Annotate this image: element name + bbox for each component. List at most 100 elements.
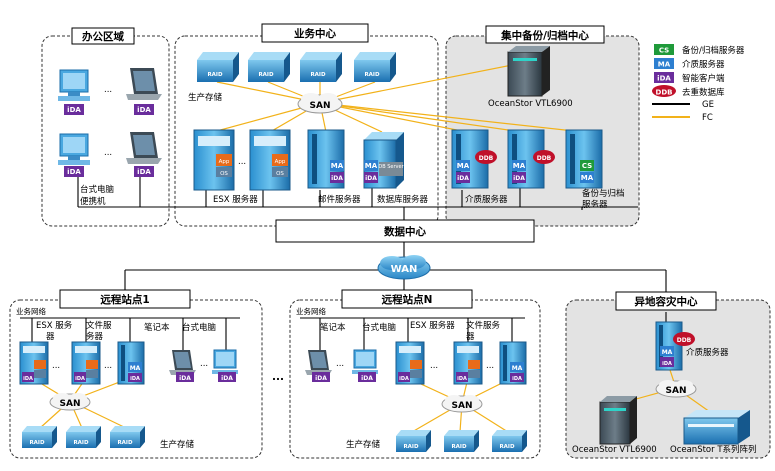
svg-text:RAID: RAID: [403, 444, 419, 450]
site1-laptop-label: 笔记本: [144, 322, 170, 333]
svg-text:iDA: iDA: [513, 175, 525, 182]
office-ida-badge-4: iDA: [134, 166, 154, 177]
os-label: OS: [220, 171, 228, 177]
ellipsis-between-sites: ...: [272, 371, 284, 383]
svg-text:iDA: iDA: [137, 106, 151, 114]
san-label-dr: SAN: [666, 386, 687, 396]
site1-file-server: iDA: [71, 341, 101, 385]
svg-text:MA: MA: [457, 162, 470, 170]
svg-text:MA: MA: [581, 174, 594, 182]
san-cloud-siteN: SAN: [441, 395, 483, 413]
ellipsis: ...: [336, 359, 344, 369]
site1-storage-label: 生产存储: [160, 439, 195, 450]
datacenter-title: 数据中心: [275, 219, 535, 243]
svg-text:iDA: iDA: [399, 376, 409, 382]
san-cloud-dr: SAN: [655, 380, 697, 398]
svg-text:GE: GE: [702, 100, 714, 110]
ellipsis: ...: [238, 157, 246, 167]
office-ida-badge-2: iDA: [134, 104, 154, 115]
svg-text:FC: FC: [702, 113, 713, 123]
site1-esx-label: ESX 服务: [36, 320, 73, 331]
esx-server-1: App OS: [193, 129, 235, 191]
esx-label: ESX 服务器: [213, 194, 258, 205]
backup-server-label-2: 服务器: [582, 199, 608, 210]
backup-archive-server: CS MA: [565, 129, 603, 189]
site1-raid-3: RAID: [110, 426, 145, 448]
backup-server-label-1: 备份与归档: [582, 188, 625, 199]
svg-text:MA: MA: [662, 349, 673, 356]
os-label: OS: [276, 171, 284, 177]
dr-vtl-label: OceanStor VTL6900: [572, 445, 657, 455]
office-desktop-2: [58, 133, 90, 165]
datacenter-title-text: 数据中心: [383, 225, 426, 238]
dr-media-server: MA iDA DDB: [655, 321, 695, 371]
ma-label: MA: [365, 162, 378, 170]
siteN-raid-1: RAID: [396, 430, 431, 452]
siteN-file-label-2: 器: [466, 332, 475, 342]
db-label: 数据库服务器: [377, 194, 429, 205]
ma-label: MA: [331, 162, 344, 170]
esx-server-2: App OS: [249, 129, 291, 191]
ida-label: iDA: [331, 175, 343, 182]
siteN-ida-desktop: iDA: [358, 372, 376, 382]
ellipsis: ...: [200, 359, 208, 369]
site1-file-label: 文件服: [86, 320, 112, 331]
svg-text:iDA: iDA: [457, 376, 467, 382]
svg-text:RAID: RAID: [117, 440, 133, 446]
svg-text:iDA: iDA: [657, 75, 671, 83]
raid-label: RAID: [310, 72, 326, 78]
svg-text:CS: CS: [659, 47, 669, 55]
svg-text:RAID: RAID: [499, 444, 515, 450]
svg-text:DDB: DDB: [677, 337, 692, 344]
dr-vtl6900: [599, 396, 637, 445]
siteN-desktop: [352, 349, 378, 374]
svg-text:MA: MA: [130, 365, 141, 372]
siteN-esx-server: iDA: [395, 341, 425, 385]
svg-text:iDA: iDA: [130, 376, 140, 382]
media-server-1: MA iDA DDB: [451, 129, 497, 189]
ellipsis: ...: [430, 361, 438, 371]
site1-ida-laptop: iDA: [176, 372, 194, 382]
san-label-business: SAN: [310, 101, 331, 111]
svg-text:MA: MA: [513, 162, 526, 170]
siteN-raid-3: RAID: [492, 430, 527, 452]
raid-array-2: RAID: [248, 52, 290, 82]
svg-text:iDA: iDA: [23, 376, 33, 382]
siteN-raid-2: RAID: [444, 430, 479, 452]
backup-vtl-label: OceanStor VTL6900: [488, 99, 573, 109]
office-laptop-1: [126, 68, 162, 100]
svg-text:iDA: iDA: [221, 375, 233, 382]
db-box-label: DB Server: [378, 164, 404, 170]
office-desktop-1: [58, 69, 90, 101]
office-ida-badge-3: iDA: [64, 166, 84, 177]
svg-text:去重数据库: 去重数据库: [682, 87, 725, 98]
svg-text:介质服务器: 介质服务器: [682, 59, 725, 70]
mail-label: 邮件服务器: [318, 194, 361, 205]
siteN-desktop-label: 台式电脑: [362, 322, 397, 333]
dr-t-array: [683, 410, 750, 445]
san-cloud-site1: SAN: [49, 393, 91, 411]
raid-array-1: RAID: [197, 52, 239, 82]
svg-text:iDA: iDA: [512, 376, 522, 382]
svg-text:iDA: iDA: [179, 375, 191, 382]
site1-title-text: 远程站点1: [100, 293, 149, 306]
office-desktop-label: 台式电脑: [80, 184, 115, 195]
siteN-title-text: 远程站点N: [382, 293, 433, 306]
svg-text:RAID: RAID: [73, 440, 89, 446]
san-cloud-business: SAN: [297, 93, 343, 114]
backup-title: 集中备份/归档中心: [485, 25, 605, 44]
wan-cloud: WAN: [377, 255, 431, 280]
business-title-text: 业务中心: [294, 27, 336, 40]
raid-array-3: RAID: [300, 52, 342, 82]
svg-text:RAID: RAID: [451, 444, 467, 450]
svg-text:MA: MA: [658, 61, 671, 69]
dr-title-text: 异地容灾中心: [635, 295, 698, 308]
app-label: App: [275, 159, 286, 165]
site1-file-label-2: 务器: [86, 331, 104, 342]
office-title-text: 办公区域: [82, 30, 124, 43]
ellipsis: ...: [104, 361, 112, 371]
